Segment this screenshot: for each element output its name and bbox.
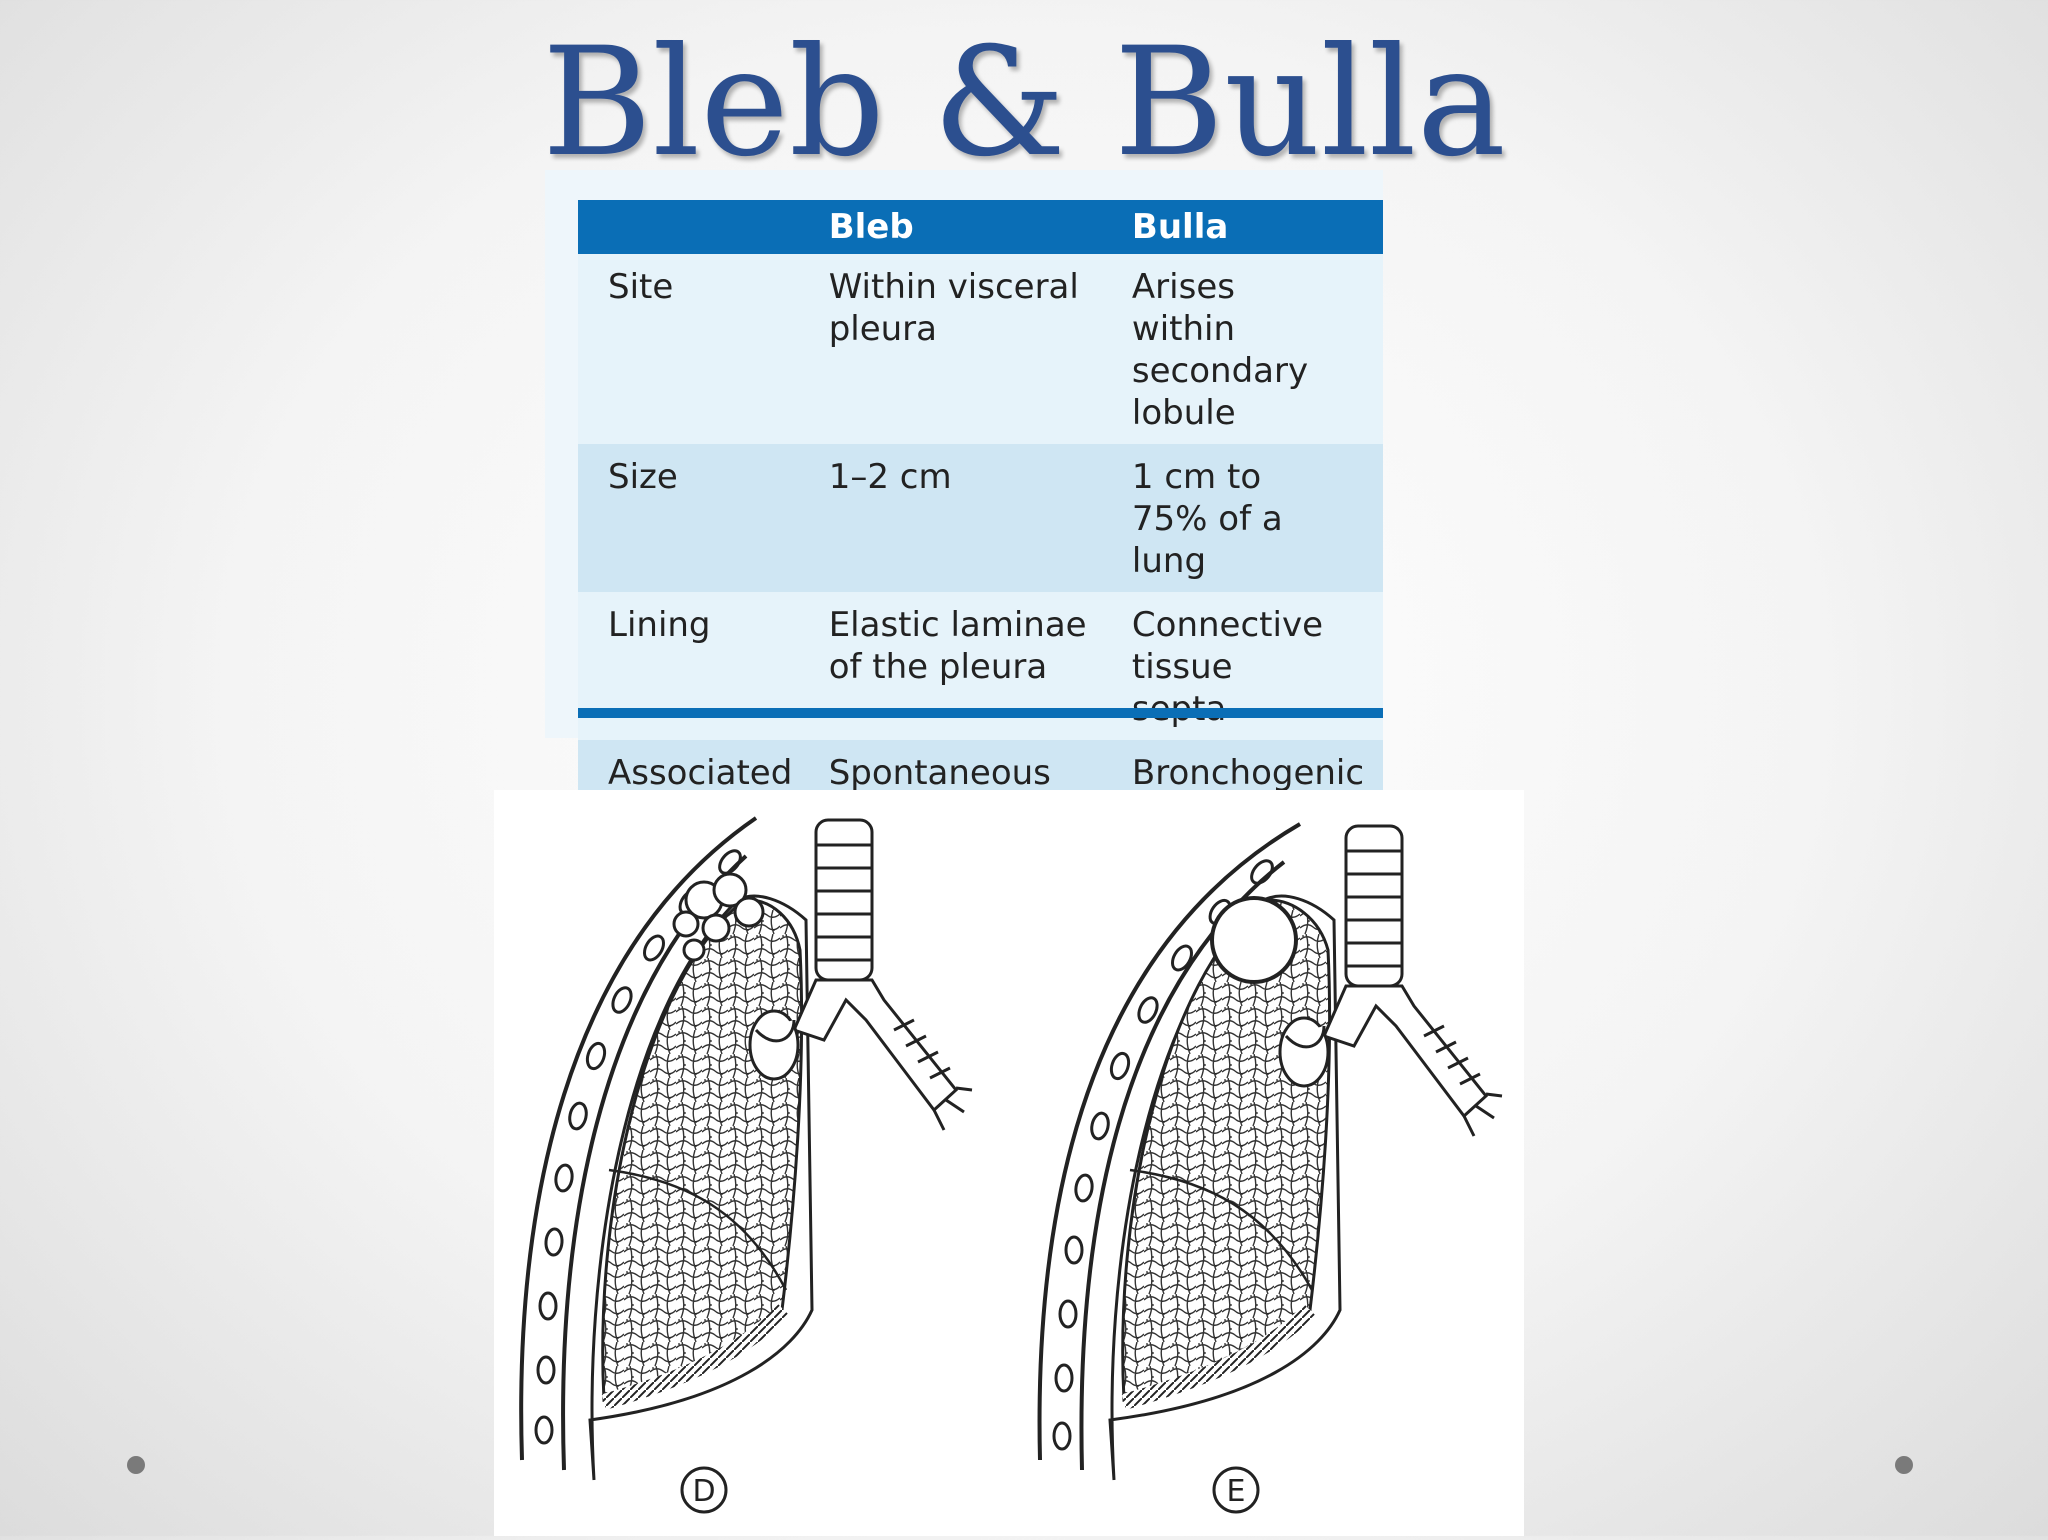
bleb-cell: 1–2 cm xyxy=(828,444,1132,592)
bulla-cell: 1 cm to 75% of a lung xyxy=(1131,444,1383,592)
comparison-table-panel: Bleb Bulla Site Within visceral pleura A… xyxy=(545,170,1383,846)
right-decorative-dot xyxy=(1895,1456,1913,1474)
table-bottom-rule xyxy=(578,708,1383,718)
bleb-cluster xyxy=(672,872,765,962)
header-blank xyxy=(578,200,829,254)
header-bulla: Bulla xyxy=(1131,200,1383,254)
label-d: D xyxy=(692,1474,715,1509)
label-e: E xyxy=(1227,1474,1246,1509)
left-decorative-dot xyxy=(127,1456,145,1474)
trachea-d xyxy=(748,818,973,1131)
row-label: Site xyxy=(578,254,829,444)
header-bleb: Bleb xyxy=(828,200,1132,254)
row-label: Size xyxy=(578,444,829,592)
table-header-row: Bleb Bulla xyxy=(578,200,1383,254)
lung-illustration: D xyxy=(494,790,1524,1536)
trachea-e xyxy=(1278,824,1503,1137)
slide-title: Bleb & Bulla xyxy=(541,16,1507,190)
bulla-cell: Arises within secondary lobule xyxy=(1131,254,1383,444)
table-row-size: Size 1–2 cm 1 cm to 75% of a lung xyxy=(578,444,1383,592)
lung-drawing-d: D xyxy=(519,816,973,1514)
bulla-circle xyxy=(1210,896,1298,984)
lung-drawings: D xyxy=(519,816,1503,1514)
comparison-table: Bleb Bulla Site Within visceral pleura A… xyxy=(578,200,1383,846)
bleb-cell: Within visceral pleura xyxy=(828,254,1132,444)
lung-drawing-e: E xyxy=(1037,822,1503,1514)
table-row-lining: Lining Elastic laminae of the pleura Con… xyxy=(578,592,1383,740)
table-row-site: Site Within visceral pleura Arises withi… xyxy=(578,254,1383,444)
